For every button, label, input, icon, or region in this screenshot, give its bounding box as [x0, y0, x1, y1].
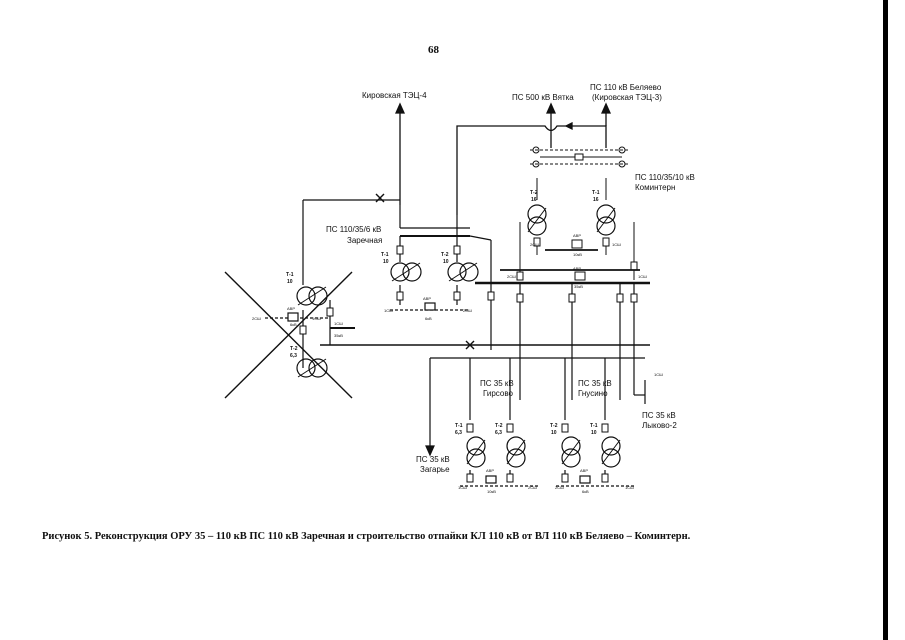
avr-label-komintern: АВР	[573, 233, 581, 238]
section-label-1cs-gnu: 1СШ	[625, 485, 634, 490]
transformer-label-t1-gnu: Т-1	[590, 423, 598, 429]
transformer-rating-t1-gir: 6,3	[455, 430, 462, 436]
bus-10kv-label: 10кВ	[573, 252, 582, 257]
substation-label-zarechnaya: ПС 110/35/6 кВ	[326, 225, 381, 234]
section-label-1cs-gir: 1СШ	[458, 485, 467, 490]
transformer-rating-t2-kom: 16	[531, 197, 537, 203]
section-label-2cs-35: 2СШ	[507, 274, 516, 279]
page-number: 68	[428, 44, 439, 56]
line-label-ps500-vyatka: ПС 500 кВ Вятка	[512, 93, 574, 102]
section-label-1cs-lykovo: 1СШ	[654, 372, 663, 377]
substation-label-zarechnaya-name: Заречная	[347, 236, 382, 245]
transformer-rating-t1-zar: 10	[383, 259, 389, 265]
x-markers	[375, 193, 475, 350]
transformer-label-t1-gir: Т-1	[455, 423, 463, 429]
substation-label-lykovo: ПС 35 кВ	[642, 411, 676, 420]
line-label-belyaevo: ПС 110 кВ Беляево	[590, 83, 662, 92]
transformer-label-t1-zar: Т-1	[381, 252, 389, 258]
avr-label-gir: АВР	[486, 468, 494, 473]
transformer-label-t1-old: Т-1	[286, 272, 294, 278]
transformer-label-t2-gnu: Т-2	[550, 423, 558, 429]
feeders-35kv	[425, 283, 646, 487]
section-label-1cs-old: 1СШ	[312, 316, 321, 321]
substation-label-gnusino: ПС 35 кВ	[578, 379, 612, 388]
transformer-rating-t1-gnu: 10	[591, 430, 597, 436]
transformer-rating-t2-gir: 6,3	[495, 430, 502, 436]
page-edge-bar	[883, 0, 888, 640]
substation-label-zagarye-name: Загарье	[420, 465, 450, 474]
avr-label-gnu: АВР	[580, 468, 588, 473]
komintern-substation	[519, 146, 635, 280]
incoming-lines	[394, 102, 612, 215]
zarechnaya-substation	[390, 205, 492, 350]
section-label-2cs-kom: 2СШ	[530, 242, 539, 247]
avr-label-zar: АВР	[423, 296, 431, 301]
substation-label-girsovo-name: Гирсово	[483, 389, 514, 398]
section-label-2cs-zar: 2СШ	[463, 308, 472, 313]
substation-label-komintern: ПС 110/35/10 кВ	[635, 173, 695, 182]
bus-6kv-label-gnu: 6кВ	[582, 489, 589, 494]
substation-label-komintern-name: Коминтерн	[635, 183, 675, 192]
transformer-label-t1-kom: Т-1	[592, 190, 600, 196]
line-label-kirov-tec4: Кировская ТЭЦ-4	[362, 91, 427, 100]
section-label-1cs-kom: 1СШ	[612, 242, 621, 247]
transformer-label-t2-gir: Т-2	[495, 423, 503, 429]
bus-10kv-label-gir: 10кВ	[487, 489, 496, 494]
figure-caption: Рисунок 5. Реконструкция ОРУ 35 – 110 кВ…	[42, 531, 691, 542]
transformer-rating-t2-zar: 10	[443, 259, 449, 265]
avr-label-35kv: АВР	[573, 266, 581, 271]
section-label-1cs-35-old: 1СШ	[334, 321, 343, 326]
bus-35kv-label: 35кВ	[574, 284, 583, 289]
bus-35kv-label-old: 35кВ	[334, 333, 343, 338]
section-label-2cs-gnu: 2СШ	[555, 485, 564, 490]
bus-35kv	[475, 269, 650, 285]
bus-6kv-label-old: 6кВ	[290, 322, 297, 327]
section-label-1cs-35: 1СШ	[638, 274, 647, 279]
substation-label-gnusino-name: Гнусино	[578, 389, 608, 398]
line-label-belyaevo-sub: (Кировская ТЭЦ-3)	[592, 93, 662, 102]
section-label-2cs-gir: 2СШ	[528, 485, 537, 490]
section-label-1cs-zar: 1СШ	[384, 308, 393, 313]
bus-6kv-label-zar: 6кВ	[425, 316, 432, 321]
substation-label-girsovo: ПС 35 кВ	[480, 379, 514, 388]
avr-label-old: АВР	[287, 306, 295, 311]
substation-label-zagarye: ПС 35 кВ	[416, 455, 450, 464]
substation-label-lykovo-name: Лыково-2	[642, 421, 677, 430]
transformer-label-t2-old: Т-2	[290, 346, 298, 352]
transformer-label-t2-zar: Т-2	[441, 252, 449, 258]
transformer-rating-t1-old: 10	[287, 279, 293, 285]
transformer-rating-t2-old: 6,3	[290, 353, 297, 359]
cross-out-mark	[224, 271, 353, 399]
transformer-label-t2-kom: Т-2	[530, 190, 538, 196]
section-label-2cs-old: 2СШ	[252, 316, 261, 321]
transformer-rating-t2-gnu: 10	[551, 430, 557, 436]
transformer-rating-t1-kom: 16	[593, 197, 599, 203]
